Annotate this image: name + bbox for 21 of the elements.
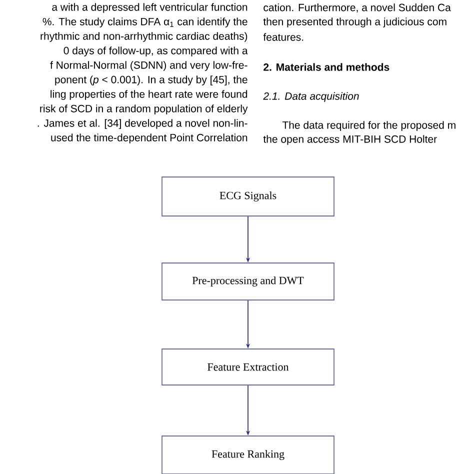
process-box: Feature Ranking [162, 436, 334, 474]
body-text: %. The study claims DFA α$_{1}$ can identify the [42, 18, 248, 28]
body-text: ponent (p < 0.001). In a study by [45], the [55, 76, 248, 86]
body-text: 2. Materials and methods [264, 63, 390, 71]
body-text: a with a depressed left ventricular function [52, 3, 248, 13]
body-text: then presented through a judicious com [263, 18, 446, 28]
body-text: the open access MIT-BIH SCD Holter [263, 135, 437, 145]
body-text: risk of SCD in a random population of elderly [40, 104, 248, 114]
body-text: . James et al. [34] developed a novel non-lin- [38, 119, 248, 129]
body-text: f Normal-Normal (SDNN) and very low-fre- [50, 61, 248, 71]
body-text: ling properties of the heart rate were found [50, 90, 248, 100]
body-text: 2.1. Data acquisition [263, 92, 359, 102]
body-text: used the time-dependent Point Correlation [51, 134, 248, 144]
body-text: 0 days of follow-up, as compared with a [64, 46, 248, 56]
body-text: The data required for the proposed m [282, 121, 456, 131]
process-box: ECG Signals [162, 176, 334, 216]
body-text: cation. Furthermore, a novel Sudden Ca [264, 4, 451, 12]
body-text: features. [263, 33, 304, 41]
process-box: Feature Extraction [162, 348, 334, 386]
process-box: Pre-processing and DWT [162, 262, 334, 300]
body-text: rhythmic and non-arrhythmic cardiac deaths) [40, 32, 248, 42]
